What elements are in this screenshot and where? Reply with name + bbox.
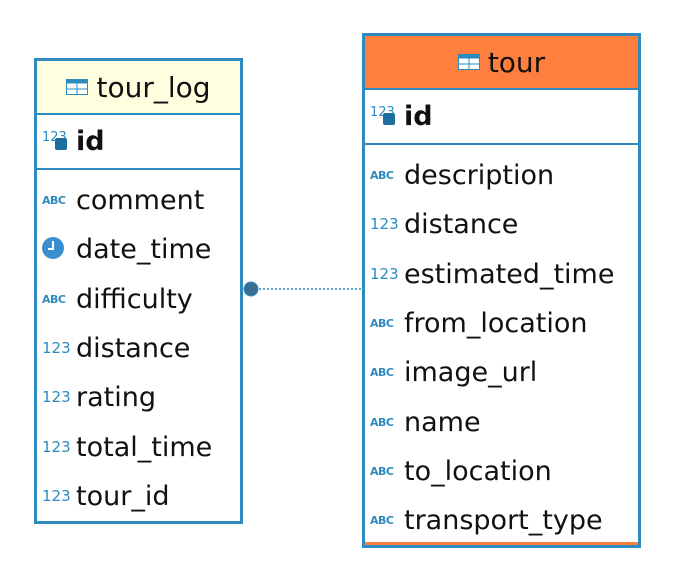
numeric-type-icon: 123	[370, 215, 399, 234]
column-row[interactable]: 123 estimated_time	[365, 250, 638, 299]
clock-icon	[42, 237, 76, 262]
text-type-icon: ABC	[42, 292, 66, 306]
column-name: distance	[76, 333, 191, 365]
column-row[interactable]: ABC from_location	[365, 299, 638, 348]
column-name: transport_type	[404, 505, 603, 537]
column-name: image_url	[404, 357, 538, 389]
column-name: description	[404, 160, 555, 192]
text-type-icon: ABC	[370, 514, 394, 528]
column-name: from_location	[404, 308, 588, 340]
entity-title: tour_log	[96, 70, 211, 104]
column-row[interactable]: date_time	[37, 225, 240, 274]
column-name: rating	[76, 382, 156, 414]
column-row[interactable]: ABC comment	[37, 176, 240, 225]
text-type-icon: ABC	[370, 415, 394, 429]
text-type-icon: ABC	[370, 169, 394, 183]
column-row[interactable]: 123 rating	[37, 373, 240, 422]
column-row[interactable]: 123 distance	[37, 324, 240, 373]
numeric-key-icon: 123	[370, 105, 404, 129]
column-name: estimated_time	[404, 258, 615, 290]
text-type-icon: ABC	[370, 366, 394, 380]
column-name: date_time	[76, 234, 212, 266]
entity-tour-log[interactable]: tour_log 123 id ABC comment date_time AB…	[34, 58, 243, 524]
column-name: difficulty	[76, 283, 193, 315]
text-type-icon: ABC	[370, 317, 394, 331]
column-row[interactable]: 123 tour_id	[37, 472, 240, 521]
text-type-icon: ABC	[42, 194, 66, 208]
text-type-icon: ABC	[370, 464, 394, 478]
column-list: ABC description 123 distance 123 estimat…	[365, 145, 638, 545]
numeric-type-icon: 123	[42, 388, 71, 407]
entity-header: tour_log	[37, 61, 240, 115]
column-row[interactable]: ABC image_url	[365, 348, 638, 397]
numeric-type-icon: 123	[42, 437, 71, 456]
column-name: distance	[404, 209, 519, 241]
table-icon	[457, 54, 480, 70]
column-row[interactable]: ABC difficulty	[37, 275, 240, 324]
column-name: name	[404, 406, 481, 438]
relationship-endpoint-icon	[243, 281, 259, 297]
column-list: ABC comment date_time ABC difficulty 123…	[37, 170, 240, 521]
column-row[interactable]: ABC name	[365, 397, 638, 446]
column-row[interactable]: ABC description	[365, 151, 638, 200]
primary-key-row[interactable]: 123 id	[37, 115, 240, 170]
numeric-type-icon: 123	[42, 486, 71, 505]
column-name: id	[76, 126, 105, 157]
column-row[interactable]: 123 distance	[365, 200, 638, 249]
column-row[interactable]: ABC transport_type	[365, 496, 638, 545]
numeric-type-icon: 123	[370, 264, 399, 283]
column-row[interactable]: ABC to_location	[365, 447, 638, 496]
column-name: to_location	[404, 455, 552, 487]
column-name: id	[404, 101, 433, 132]
numeric-type-icon: 123	[42, 339, 71, 358]
column-name: comment	[76, 185, 205, 217]
entity-tour[interactable]: tour 123 id ABC description 123 distance…	[362, 33, 641, 548]
numeric-key-icon: 123	[42, 130, 76, 154]
column-name: total_time	[76, 431, 213, 463]
column-name: tour_id	[76, 480, 170, 512]
entity-header: tour	[365, 36, 638, 90]
table-icon	[66, 79, 89, 95]
primary-key-row[interactable]: 123 id	[365, 90, 638, 145]
column-row[interactable]: 123 total_time	[37, 422, 240, 471]
entity-title: tour	[487, 45, 546, 79]
